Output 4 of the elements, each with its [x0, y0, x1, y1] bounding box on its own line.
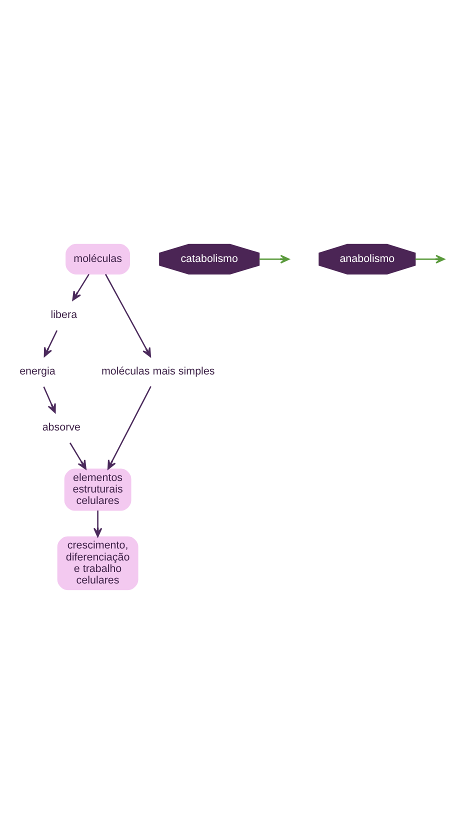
node-text: moléculas mais simples	[101, 364, 215, 377]
node-text: absorve	[42, 421, 81, 434]
node-text: energia	[20, 364, 56, 377]
node-text: libera	[50, 308, 78, 321]
